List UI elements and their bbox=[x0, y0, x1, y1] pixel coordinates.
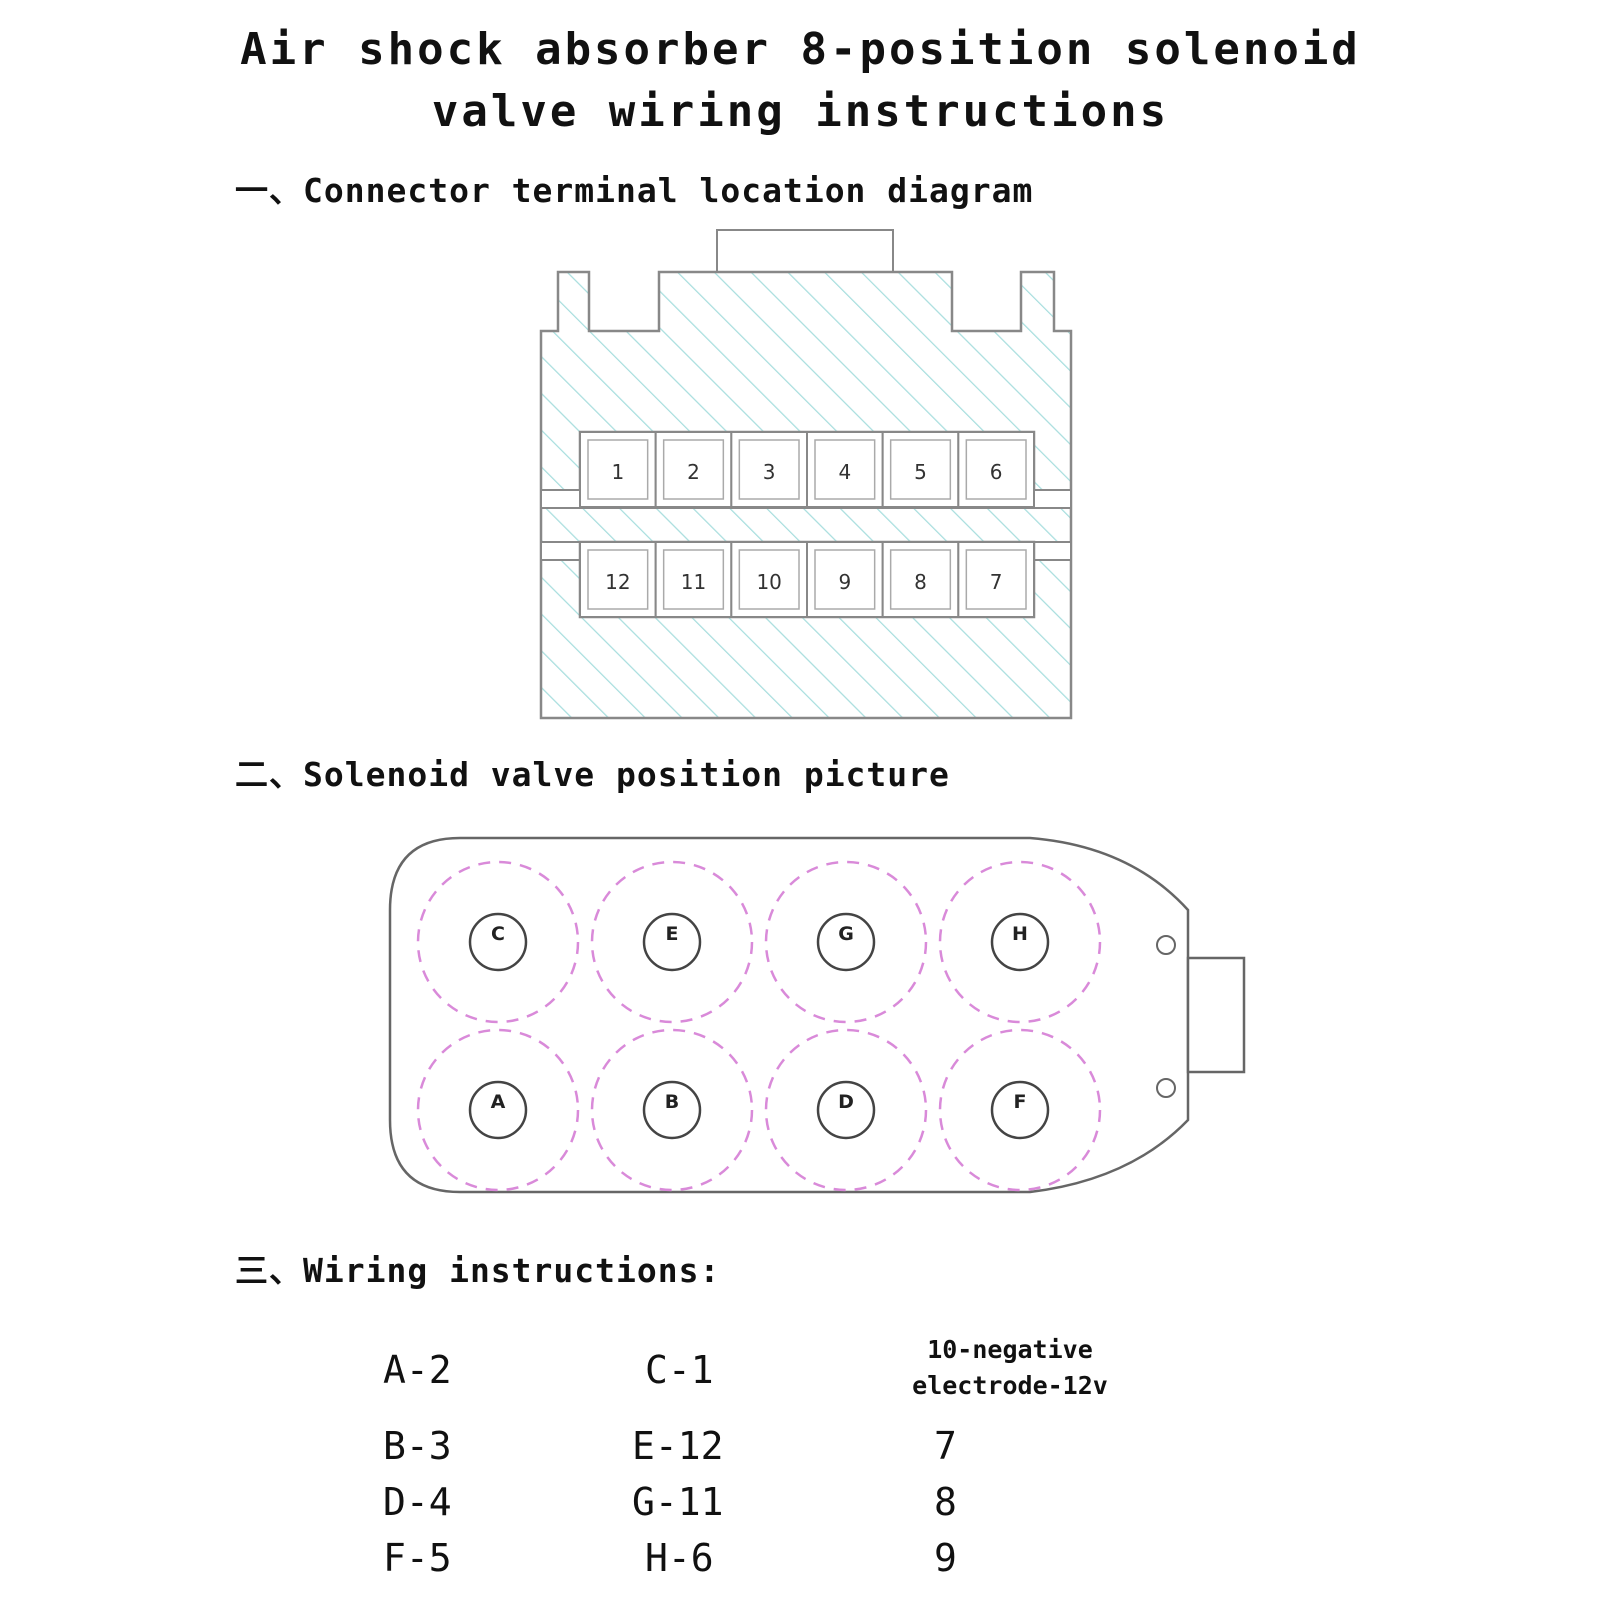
wiring-col1-row3: D-4 bbox=[383, 1480, 452, 1524]
terminal-cell-2 bbox=[654, 431, 733, 508]
terminal-slot-1 bbox=[587, 439, 649, 500]
section-heading-wiring: 三、Wiring instructions: bbox=[235, 1251, 721, 1290]
wiring-col1-row1: A-2 bbox=[383, 1348, 452, 1392]
terminal-label-4: 4 bbox=[838, 460, 851, 484]
valve-outline-C bbox=[416, 860, 580, 1024]
terminal-label-2: 2 bbox=[687, 460, 700, 484]
valve-label-G: G bbox=[838, 923, 854, 945]
terminal-slot-5 bbox=[889, 439, 952, 500]
wiring-col2-row4: H-6 bbox=[645, 1536, 714, 1580]
terminal-label-10: 10 bbox=[756, 570, 781, 594]
terminal-slot-11 bbox=[662, 549, 725, 610]
terminal-cell-11 bbox=[654, 541, 733, 618]
terminal-slot-7 bbox=[965, 549, 1027, 610]
terminal-cell-5 bbox=[881, 431, 960, 508]
terminal-slot-6 bbox=[965, 439, 1027, 500]
mounting-hole-bottom bbox=[1156, 1078, 1176, 1098]
terminal-slot-10 bbox=[738, 549, 800, 610]
valve-label-F: F bbox=[1014, 1091, 1027, 1113]
connector-center-rail bbox=[540, 489, 1072, 509]
terminal-cell-1 bbox=[579, 431, 657, 508]
valve-outline-B bbox=[590, 1028, 754, 1192]
valve-outline-A bbox=[416, 1028, 580, 1192]
wiring-col1-row4: F-5 bbox=[383, 1536, 452, 1580]
wiring-col3-header-line1: 10-negative bbox=[927, 1335, 1093, 1364]
terminal-cell-7 bbox=[957, 541, 1035, 618]
terminal-cell-8 bbox=[881, 541, 960, 618]
valve-outline-D bbox=[764, 1028, 928, 1192]
terminal-label-6: 6 bbox=[990, 460, 1003, 484]
terminal-label-1: 1 bbox=[611, 460, 624, 484]
wiring-col3-row2: 7 bbox=[934, 1424, 957, 1468]
terminal-slot-2 bbox=[662, 439, 725, 500]
valve-label-H: H bbox=[1012, 923, 1028, 945]
terminal-slot-8 bbox=[889, 549, 952, 610]
wiring-col2-row3: G-11 bbox=[632, 1480, 724, 1524]
wiring-col1-row2: B-3 bbox=[383, 1424, 452, 1468]
valve-port-C bbox=[468, 912, 528, 972]
terminal-cell-3 bbox=[730, 431, 808, 508]
valve-label-B: B bbox=[665, 1091, 679, 1113]
valve-outline-F bbox=[938, 1028, 1102, 1192]
page-title-line-1: Air shock absorber 8-position solenoid bbox=[240, 24, 1361, 75]
valve-label-C: C bbox=[491, 923, 505, 945]
valve-outline-G bbox=[764, 860, 928, 1024]
valve-port-E bbox=[642, 912, 702, 972]
terminal-label-11: 11 bbox=[681, 570, 706, 594]
wiring-col3-header-line2: electrode-12v bbox=[912, 1371, 1108, 1400]
connector-housing bbox=[539, 270, 1073, 720]
section-heading-connector: 一、Connector terminal location diagram bbox=[235, 171, 1034, 210]
mounting-hole-top bbox=[1156, 935, 1176, 955]
terminal-cell-6 bbox=[957, 431, 1035, 508]
wiring-col3-header: 10-negative electrode-12v bbox=[870, 1332, 1150, 1404]
terminal-cell-4 bbox=[806, 431, 884, 508]
valve-label-E: E bbox=[666, 923, 679, 945]
terminal-label-7: 7 bbox=[990, 570, 1003, 594]
wiring-col2-row1: C-1 bbox=[645, 1348, 714, 1392]
page-title-line-2: valve wiring instructions bbox=[431, 86, 1170, 137]
wiring-col2-row2: E-12 bbox=[632, 1424, 724, 1468]
valve-port-F bbox=[990, 1080, 1050, 1140]
valve-connector-plug bbox=[1186, 956, 1246, 1074]
terminal-label-5: 5 bbox=[914, 460, 927, 484]
valve-port-H bbox=[990, 912, 1050, 972]
terminal-cell-12 bbox=[579, 541, 657, 618]
terminal-slot-3 bbox=[738, 439, 800, 500]
valve-port-B bbox=[642, 1080, 702, 1140]
connector-center-rail-lower bbox=[540, 541, 1072, 561]
connector-top-tab bbox=[716, 229, 894, 273]
wiring-col3-row3: 8 bbox=[934, 1480, 957, 1524]
terminal-cell-9 bbox=[806, 541, 884, 618]
terminal-slot-4 bbox=[814, 439, 876, 500]
connector-top-cavity bbox=[578, 430, 1036, 509]
valve-block-outline bbox=[388, 836, 1190, 1194]
terminal-label-3: 3 bbox=[763, 460, 776, 484]
terminal-label-8: 8 bbox=[914, 570, 927, 594]
terminal-cell-10 bbox=[730, 541, 808, 618]
valve-port-D bbox=[816, 1080, 876, 1140]
valve-outline-H bbox=[938, 860, 1102, 1024]
section-heading-valve: 二、Solenoid valve position picture bbox=[235, 755, 950, 794]
valve-label-A: A bbox=[491, 1091, 506, 1113]
wiring-col3-row4: 9 bbox=[934, 1536, 957, 1580]
valve-port-G bbox=[816, 912, 876, 972]
terminal-slot-12 bbox=[587, 549, 649, 610]
connector-bottom-cavity bbox=[578, 540, 1036, 619]
terminal-slot-9 bbox=[814, 549, 876, 610]
valve-port-A bbox=[468, 1080, 528, 1140]
terminal-label-12: 12 bbox=[605, 570, 630, 594]
valve-label-D: D bbox=[838, 1091, 854, 1113]
valve-outline-E bbox=[590, 860, 754, 1024]
terminal-label-9: 9 bbox=[838, 570, 851, 594]
